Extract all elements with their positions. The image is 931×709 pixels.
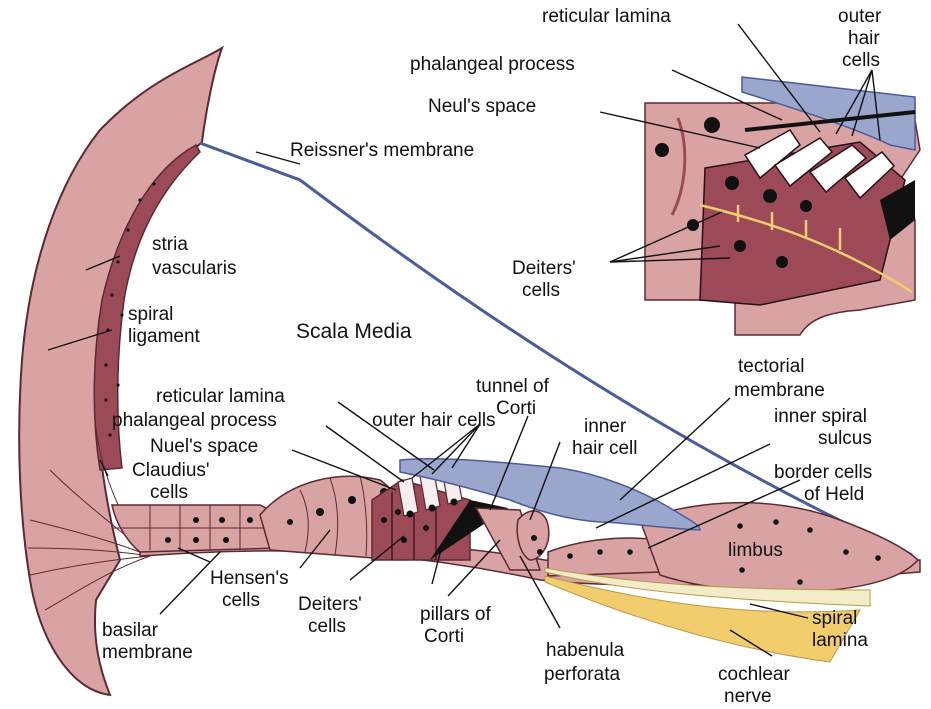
label-spiral-lamina-1: spiral	[812, 608, 857, 629]
inset-label-reticular-lamina: reticular lamina	[542, 6, 671, 27]
label-cochlear-nerve-2: nerve	[724, 686, 772, 707]
label-outer-hair-cells: outer hair cells	[372, 410, 496, 431]
label-tunnel-of-corti-1: tunnel of	[476, 376, 550, 397]
label-claudius-1: Claudius'	[132, 460, 210, 481]
lateral-wall	[19, 48, 222, 695]
label-inner-hair-cell-1: inner	[584, 416, 627, 437]
inset-label-phalangeal-process: phalangeal process	[410, 54, 575, 75]
label-inner-spiral-sulcus-2: sulcus	[818, 428, 872, 449]
label-pillars-of-corti-2: Corti	[424, 626, 464, 647]
inset-label-deiters-2: cells	[522, 280, 560, 301]
label-nuels-space: Nuel's space	[150, 436, 258, 457]
label-phalangeal-process: phalangeal process	[112, 410, 277, 431]
label-deiters-cells-2: cells	[308, 616, 346, 637]
label-border-cells-1: border cells	[774, 462, 872, 483]
label-spiral-ligament-2: ligament	[128, 326, 201, 347]
label-habenula-perforata-2: perforata	[544, 664, 620, 685]
label-deiters-cells-1: Deiters'	[298, 594, 362, 615]
label-basilar-membrane-1: basilar	[102, 620, 159, 641]
border-cells	[548, 538, 660, 576]
inset-label-neuls-space: Neul's space	[428, 96, 536, 117]
label-hensens-cells-1: Hensen's	[210, 568, 289, 589]
label-reticular-lamina: reticular lamina	[156, 386, 285, 407]
label-cochlear-nerve-1: cochlear	[718, 664, 790, 685]
label-spiral-ligament-1: spiral	[128, 304, 173, 325]
label-limbus: limbus	[728, 540, 783, 561]
label-hensens-cells-2: cells	[222, 590, 260, 611]
inset-label-outer-hair-cells-2: hair	[848, 28, 880, 49]
label-inner-hair-cell-2: hair cell	[572, 438, 637, 459]
label-basilar-membrane-2: membrane	[102, 642, 193, 663]
inset-label-outer-hair-cells-3: cells	[842, 50, 880, 71]
label-border-cells-2: of Held	[804, 484, 864, 505]
inset-label-outer-hair-cells-1: outer	[838, 6, 882, 27]
label-habenula-perforata-1: habenula	[546, 640, 625, 661]
label-claudius-2: cells	[150, 482, 188, 503]
label-pillars-of-corti-1: pillars of	[420, 604, 491, 625]
label-stria-2: vascularis	[152, 258, 236, 279]
inset-label-deiters-1: Deiters'	[512, 258, 576, 279]
label-scala-media: Scala Media	[296, 320, 412, 343]
label-tectorial-membrane-2: membrane	[734, 380, 825, 401]
label-tunnel-of-corti-2: Corti	[496, 398, 536, 419]
label-inner-spiral-sulcus-1: inner spiral	[774, 406, 867, 427]
label-stria-1: stria	[152, 234, 188, 255]
label-spiral-lamina-2: lamina	[812, 630, 868, 651]
inset-detail	[645, 77, 920, 335]
spiral-ligament	[19, 48, 222, 695]
label-tectorial-membrane-1: tectorial	[738, 356, 805, 377]
label-reissners-membrane: Reissner's membrane	[290, 140, 474, 161]
